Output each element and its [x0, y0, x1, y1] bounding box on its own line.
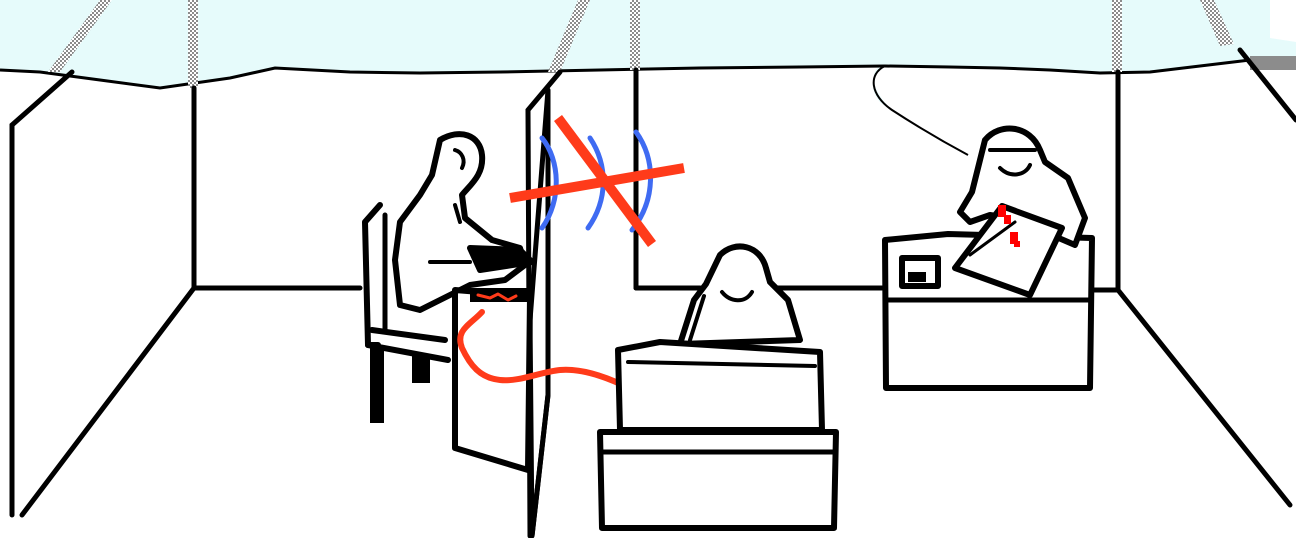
left-person-at-desk [365, 134, 532, 470]
right-person-with-board [885, 129, 1092, 388]
